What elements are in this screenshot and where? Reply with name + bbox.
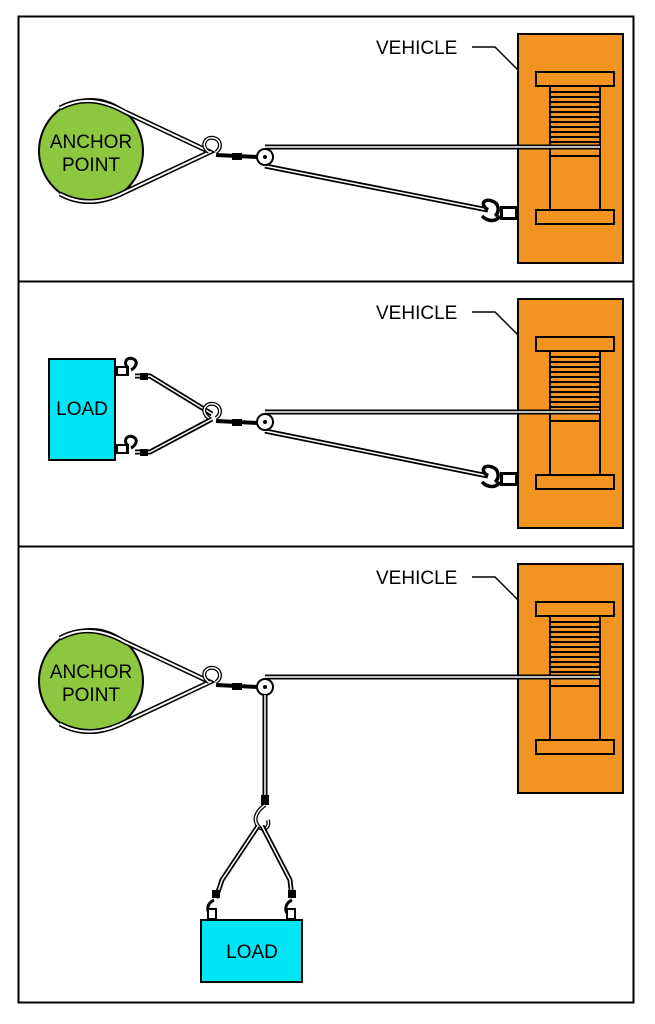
bridle-leg-top [135, 373, 214, 417]
vehicle-leader [472, 576, 519, 601]
vehicle-label: VEHICLE [376, 568, 457, 589]
panel-1: VEHICLE ANCHOR POINT [38, 33, 624, 264]
bridle-hook [202, 401, 222, 420]
vehicle-mount-hook [480, 198, 518, 223]
vehicle-label: VEHICLE [376, 303, 457, 324]
load-block [48, 358, 116, 461]
panel-3-frame [17, 545, 635, 1004]
vehicle-leader [472, 311, 519, 336]
load-lug-left [206, 898, 217, 920]
panel-3: VEHICLE ANCHOR POINT [38, 563, 624, 983]
load-lug-right [284, 898, 296, 920]
vehicle-mount-hook [480, 464, 518, 489]
vehicle-label: VEHICLE [376, 38, 457, 59]
shackle-hook [202, 665, 222, 684]
anchor-label-line2: POINT [62, 155, 120, 176]
anchor-label-line1: ANCHOR [50, 662, 132, 683]
load-lug-top [115, 356, 138, 376]
vehicle-leader [472, 46, 519, 71]
panel-2: VEHICLE LOAD [48, 298, 624, 529]
lift-hook [253, 803, 271, 831]
anchor-label-line2: POINT [62, 685, 120, 706]
load-lug-bottom [115, 434, 138, 454]
bridle-leg-bottom [135, 416, 214, 455]
bridle-leg-right [259, 824, 295, 899]
load-block [200, 919, 303, 983]
shackle-hook [202, 135, 222, 154]
anchor-label-line1: ANCHOR [50, 132, 132, 153]
load-label: LOAD [56, 399, 108, 420]
load-label: LOAD [226, 942, 278, 963]
